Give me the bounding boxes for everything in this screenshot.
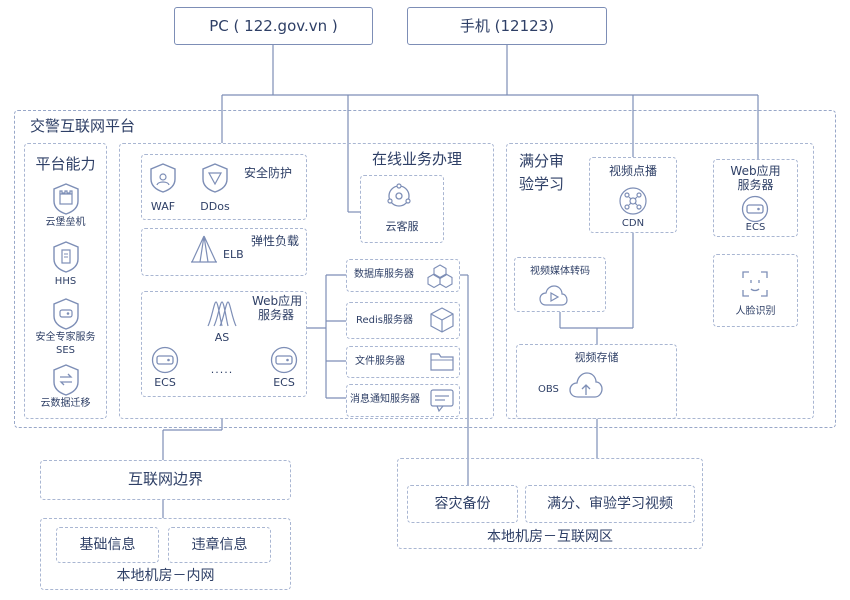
service-file-box	[346, 346, 460, 378]
traffic-police-platform	[14, 110, 836, 428]
service-message-box	[346, 384, 460, 417]
cdn-icon	[618, 186, 648, 216]
face-recognition-box	[713, 254, 798, 327]
transcode-box	[514, 257, 606, 312]
vod-title: 视频点播	[608, 164, 657, 178]
folder-icon	[429, 349, 455, 373]
study-video-label: 满分、审验学习视频	[547, 496, 673, 512]
study-web-title-line2: 服务器	[737, 178, 774, 192]
ecs-label-left: ECS	[154, 376, 176, 389]
elb-title: 弹性负载	[251, 234, 300, 248]
load-balancer-icon	[188, 234, 220, 266]
message-icon	[429, 387, 455, 413]
study-web-box	[713, 159, 798, 237]
violation-info-box	[168, 527, 271, 563]
ecs-icon-right	[270, 346, 298, 374]
study-video-box	[525, 485, 695, 523]
ddos-shield-icon	[201, 163, 229, 193]
elb-label: ELB	[223, 248, 244, 261]
web-server-title-line1: Web应用	[252, 294, 303, 308]
web-server-title-line2: 服务器	[258, 308, 295, 322]
service-message-label: 消息通知服务器	[350, 394, 420, 405]
intranet-zone	[40, 518, 291, 590]
service-redis-box	[346, 302, 460, 339]
data-migration-icon	[52, 364, 80, 396]
internet-boundary-box	[40, 460, 291, 500]
intranet-zone-title: 本地机房－内网	[116, 568, 215, 584]
study-ecs-icon	[741, 195, 769, 223]
cloud-kefu-box	[360, 175, 444, 243]
obs-label: OBS	[538, 384, 559, 395]
violation-info-label: 违章信息	[191, 537, 248, 553]
online-business-title: 在线业务办理	[372, 150, 463, 168]
security-box	[141, 154, 307, 220]
mobile-app-box: 手机 (12123)	[407, 7, 607, 45]
capability-title: 平台能力	[35, 155, 96, 173]
face-recognition-icon	[741, 270, 769, 298]
waf-label: WAF	[150, 200, 176, 213]
internet-zone	[397, 458, 703, 549]
capability-item-ses: 安全专家服务	[35, 332, 96, 343]
video-transcode-icon	[538, 283, 568, 309]
internet-boundary-label: 互联网边界	[127, 470, 203, 488]
internet-zone-title: 本地机房－互联网区	[487, 529, 613, 545]
basic-info-box	[56, 527, 159, 563]
mobile-app-label: 手机 (12123)	[459, 17, 555, 35]
hhs-icon	[52, 241, 80, 273]
database-icon	[427, 263, 453, 289]
video-storage-title: 视频存储	[574, 351, 619, 364]
transcode-label: 视频媒体转码	[530, 266, 590, 277]
capability-item-ses-code: SES	[55, 345, 75, 356]
capability-item-hhs: HHS	[54, 276, 77, 287]
as-label: AS	[214, 331, 230, 344]
study-title-line2: 验学习	[519, 175, 565, 193]
online-business-panel	[119, 143, 494, 419]
ecs-ellipsis: .....	[210, 363, 234, 376]
video-storage-box	[516, 344, 677, 419]
cloud-kefu-label: 云客服	[385, 220, 419, 233]
disaster-backup-box	[407, 485, 518, 523]
service-redis-label: Redis服务器	[356, 315, 413, 326]
capability-panel	[24, 143, 107, 419]
elb-box	[141, 228, 307, 276]
ses-icon	[52, 298, 80, 330]
pc-portal-label: PC ( 122.gov.vn )	[209, 17, 338, 35]
study-ecs-label: ECS	[745, 222, 766, 233]
vod-box	[589, 157, 677, 233]
basic-info-label: 基础信息	[79, 537, 136, 553]
bastion-icon	[52, 183, 80, 215]
auto-scaling-icon	[206, 298, 238, 330]
face-recognition-label: 人脸识别	[735, 306, 776, 317]
capability-item-bastion: 云堡垒机	[45, 217, 86, 228]
pc-portal-box: PC ( 122.gov.vn )	[174, 7, 373, 45]
ecs-label-right: ECS	[273, 376, 295, 389]
service-file-label: 文件服务器	[355, 356, 405, 367]
disaster-backup-label: 容灾备份	[434, 496, 491, 512]
web-server-box	[141, 291, 307, 397]
cdn-label: CDN	[621, 218, 645, 229]
study-web-title-line1: Web应用	[730, 164, 781, 178]
ecs-icon-left	[151, 346, 179, 374]
study-title-line1: 满分审	[519, 152, 565, 170]
waf-shield-icon	[149, 163, 177, 193]
service-db-label: 数据库服务器	[354, 269, 414, 280]
ddos-label: DDos	[200, 200, 230, 213]
service-db-box	[346, 259, 460, 292]
platform-title: 交警互联网平台	[30, 117, 136, 135]
redis-cube-icon	[429, 306, 455, 334]
security-title: 安全防护	[244, 166, 293, 180]
customer-service-icon	[384, 181, 414, 211]
obs-storage-icon	[568, 368, 604, 402]
capability-item-migration: 云数据迁移	[40, 398, 91, 409]
